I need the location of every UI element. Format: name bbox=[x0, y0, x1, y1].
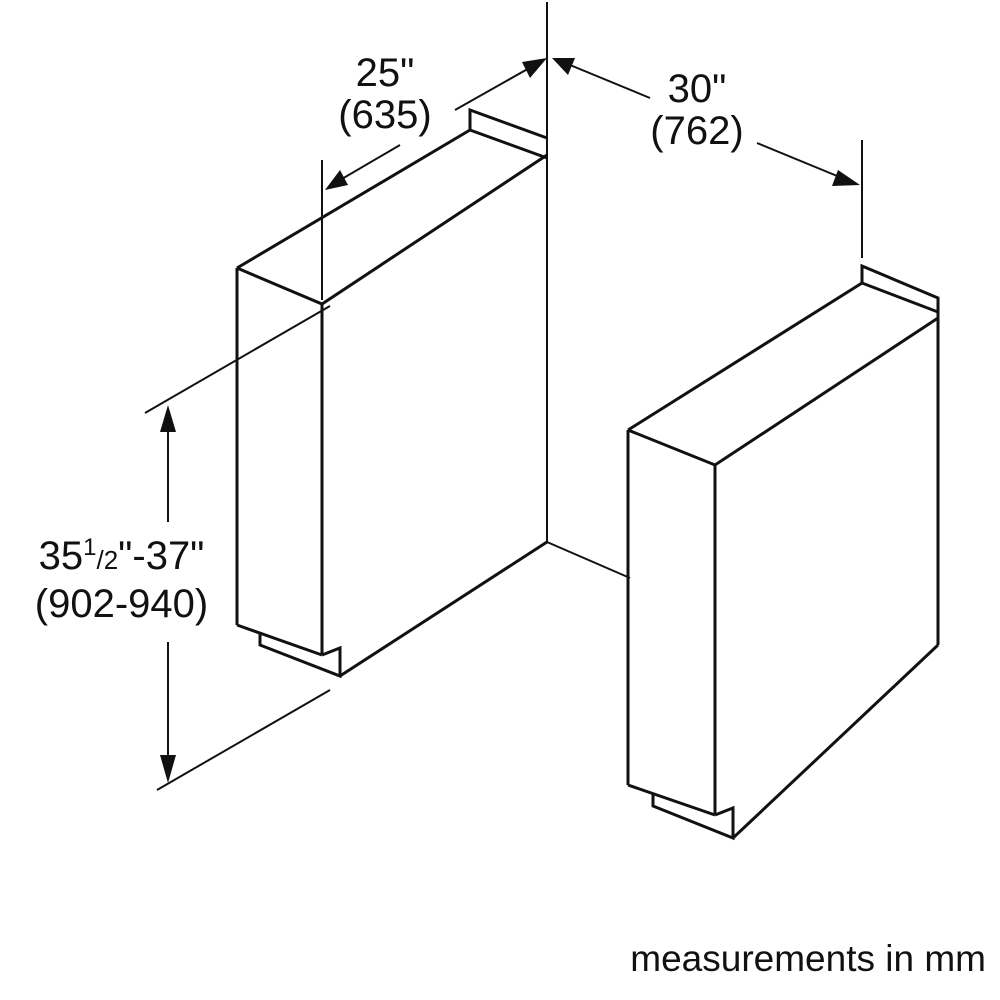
height-dimension bbox=[144, 305, 331, 791]
depth-label: 25" (635) bbox=[330, 52, 440, 136]
right-cabinet bbox=[626, 263, 940, 841]
depth-inches: 25" bbox=[355, 51, 415, 95]
left-cabinet bbox=[235, 107, 548, 679]
depth-dimension bbox=[321, 58, 547, 300]
height-label: 351/2"-37" (902-940) bbox=[14, 534, 229, 626]
width-label: 30" (762) bbox=[632, 68, 762, 152]
height-mm: (902-940) bbox=[34, 582, 209, 626]
width-inches: 30" bbox=[667, 67, 727, 111]
wall-corner bbox=[546, 2, 631, 579]
units-caption: measurements in mm bbox=[630, 938, 986, 979]
height-inches: 351/2"-37" bbox=[38, 534, 205, 578]
depth-mm: (635) bbox=[338, 93, 432, 137]
width-mm: (762) bbox=[650, 109, 744, 153]
width-dimension bbox=[552, 58, 863, 258]
